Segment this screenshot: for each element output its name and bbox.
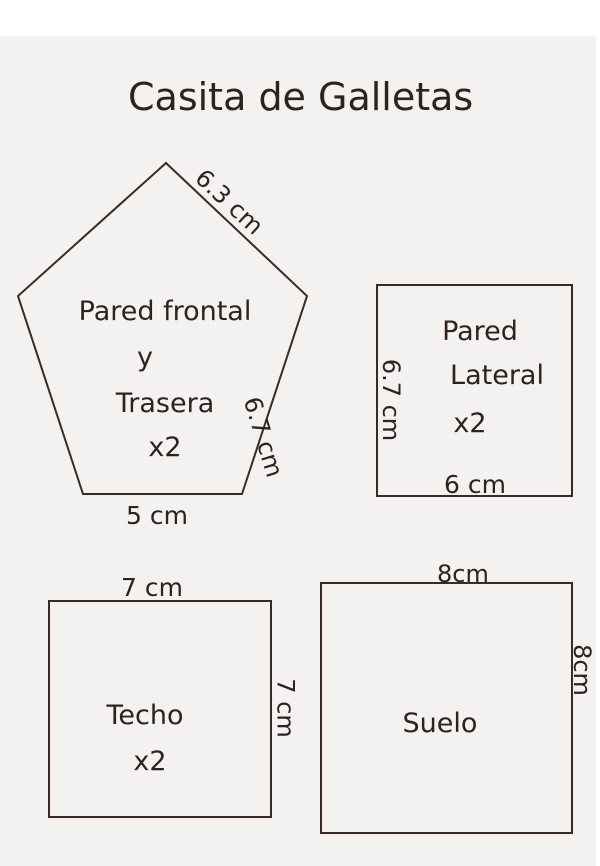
paper-background [0,36,596,866]
front-back-qty: x2 [148,432,182,463]
page-title: Casita de Galletas [128,75,474,119]
roof-label: Techo [106,700,184,731]
side-wall-qty: x2 [453,408,487,439]
dim-side-wall-height: 6.7 cm [377,358,406,442]
front-back-label-3: Trasera [115,388,215,419]
floor-label: Suelo [402,708,478,739]
pentagon-front-back-wall [16,161,309,495]
rect-side-wall [376,284,573,497]
rect-roof [48,600,272,818]
front-back-label-2: y [137,342,153,373]
rect-floor [320,582,573,834]
dim-roof-height: 7 cm [271,678,300,738]
dim-floor-height: 8cm [567,644,596,696]
dim-side-wall-width: 6 cm [444,470,506,499]
side-wall-label-2: Lateral [450,360,544,391]
front-back-label-1: Pared frontal [78,296,252,327]
dim-pentagon-base: 5 cm [126,501,188,530]
roof-qty: x2 [133,746,167,777]
dim-floor-width: 8cm [437,560,489,588]
side-wall-label-1: Pared [442,316,518,347]
dim-roof-width: 7 cm [121,573,183,602]
